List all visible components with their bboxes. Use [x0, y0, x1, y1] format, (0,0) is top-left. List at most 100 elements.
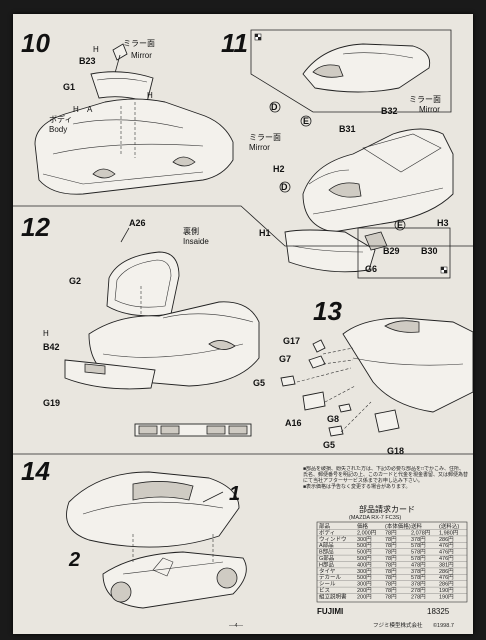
parts-table-header: (本体価格)	[385, 522, 411, 530]
step-14: 14 1 2	[21, 456, 247, 609]
parts-table-cell: ボディ	[319, 528, 335, 536]
label-inside-jp: 裏側	[183, 226, 199, 236]
label-inside-en: Insaide	[183, 237, 209, 246]
step-13: 13 G17 G7 G5 A16 G8 G5 G18	[253, 296, 473, 456]
parts-table-cell: 476円	[439, 574, 454, 581]
hood-part	[302, 43, 431, 93]
label-mirror-en-11: Mirror	[419, 105, 440, 114]
instruction-sheet: 10 B23 H ミラー面 Mirror G1 H H A ボディ	[13, 14, 473, 634]
parts-table-cell: 190円	[439, 587, 454, 594]
label-d-top: D	[271, 102, 278, 112]
label-body-en: Body	[49, 125, 67, 134]
label-mirror-jp: ミラー面	[123, 39, 155, 48]
parts-table-cell: 381円	[439, 561, 454, 568]
parts-table-cell: A部品	[319, 541, 334, 549]
parts-table-cell: 378円	[411, 581, 426, 588]
parts-table-cell: 2,078円	[411, 529, 431, 536]
parts-table-cell: 300円	[357, 536, 372, 543]
parts-table-cell: 478円	[411, 561, 426, 568]
label-h: H	[93, 45, 99, 54]
parts-table-cell: 78円	[385, 561, 397, 568]
mirror-part-b23	[112, 43, 128, 74]
parts-table-header: 部品	[319, 522, 331, 530]
notice-line-2: ■表示価格は予告なく変更する場合があります。	[303, 484, 411, 490]
headlight-detail-box	[357, 227, 451, 279]
label-body-h: H	[73, 105, 79, 114]
label-g18: G18	[387, 446, 404, 456]
step-14-number: 14	[21, 456, 50, 486]
parts-table-cell: 78円	[385, 574, 397, 581]
label-g2: G2	[69, 276, 81, 286]
label-b29: B29	[383, 246, 400, 256]
parts-table-cell: 500円	[357, 555, 372, 562]
chassis-step14	[102, 551, 247, 609]
parts-table-cell: 278円	[411, 587, 426, 594]
divider-12-13	[13, 205, 473, 247]
label-body-jp: ボディ	[49, 114, 72, 124]
window-part-g1	[90, 71, 154, 103]
car-body-step14	[66, 471, 240, 548]
label-b30: B30	[421, 246, 438, 256]
parts-table-cell: 200円	[357, 593, 372, 600]
parts-table-header: (送料込)	[439, 522, 459, 530]
label-g7: G7	[279, 354, 291, 364]
parts-table-cell: ウィンドウ	[319, 535, 347, 543]
label-mirror-jp-11: ミラー面	[409, 95, 441, 104]
step-11-number: 11	[221, 28, 248, 58]
label-mirror-jp-11b: ミラー面	[249, 133, 281, 142]
parts-table-cell: 578円	[411, 574, 426, 581]
page-number: —4—	[229, 623, 244, 629]
parts-table-cell: タイヤ	[319, 567, 336, 575]
rear-bumper-g19	[64, 359, 156, 390]
label-h1: H1	[259, 228, 271, 238]
label-a26: A26	[129, 218, 146, 228]
parts-table-cell: 78円	[385, 568, 397, 575]
tail-light-strip	[134, 423, 252, 437]
label-a16: A16	[285, 418, 302, 428]
step-13-number: 13	[313, 296, 342, 326]
step-11: 11 D E B32 B31 ミラー面 Mirror ミラー面 Mirror H…	[221, 28, 454, 279]
parts-table-cell: 組立説明書	[319, 592, 347, 600]
parts-table-cell: 476円	[439, 542, 454, 549]
brand-logo-text: FUJIMI	[317, 607, 343, 616]
rear-window-g2	[106, 251, 180, 317]
label-b42: B42	[43, 342, 60, 352]
parts-table-cell: B部品	[319, 548, 334, 556]
parts-table-cell: 200円	[357, 587, 372, 594]
label-mirror-en: Mirror	[131, 51, 152, 60]
parts-table-cell: 476円	[439, 555, 454, 562]
label-e-main: E	[397, 220, 403, 230]
parts-table-cell: デカール	[319, 573, 342, 581]
front-bumper-h1	[284, 229, 376, 273]
parts-table-cell: 476円	[439, 549, 454, 556]
parts-order-card: ■部品を破損、紛失された方は、下記の必要な部品を□でかこみ、住所、氏名、郵便番号…	[303, 466, 469, 616]
parts-table-header: 価格	[357, 522, 369, 530]
step-10: 10 B23 H ミラー面 Mirror G1 H H A ボディ	[21, 28, 234, 195]
label-g1: G1	[63, 82, 75, 92]
label-g6: G6	[365, 264, 377, 274]
card-title: 部品請求カード	[359, 504, 415, 514]
parts-table-cell: 578円	[411, 555, 426, 562]
detail-frame	[250, 29, 452, 113]
company-name: フジミ模型株式会社	[373, 621, 423, 629]
car-body-step12	[88, 284, 260, 387]
parts-table-cell: 2,000円	[357, 529, 377, 536]
parts-table-cell: 78円	[385, 549, 397, 556]
product-code: 18325	[427, 607, 450, 616]
parts-table-cell: 300円	[357, 581, 372, 588]
label-b23: B23	[79, 56, 96, 66]
car-body-step11	[302, 128, 454, 233]
label-g8: G8	[327, 414, 339, 424]
notice-line-1: ■部品を破損、紛失された方は、下記の必要な部品を□でかこみ、住所、氏名、郵便番号…	[303, 466, 469, 484]
label-b31: B31	[339, 124, 356, 134]
parts-table-cell: 578円	[411, 542, 426, 549]
parts-table-cell: 286円	[439, 568, 454, 575]
parts-table-frame	[316, 521, 468, 603]
parts-table-cell: 500円	[357, 542, 372, 549]
label-g5-a: G5	[253, 378, 265, 388]
label-e-top: E	[303, 116, 309, 126]
parts-table-cell: 500円	[357, 574, 372, 581]
parts-table-cell: H部品	[319, 560, 334, 568]
copyright: ©1998.7	[433, 622, 454, 629]
